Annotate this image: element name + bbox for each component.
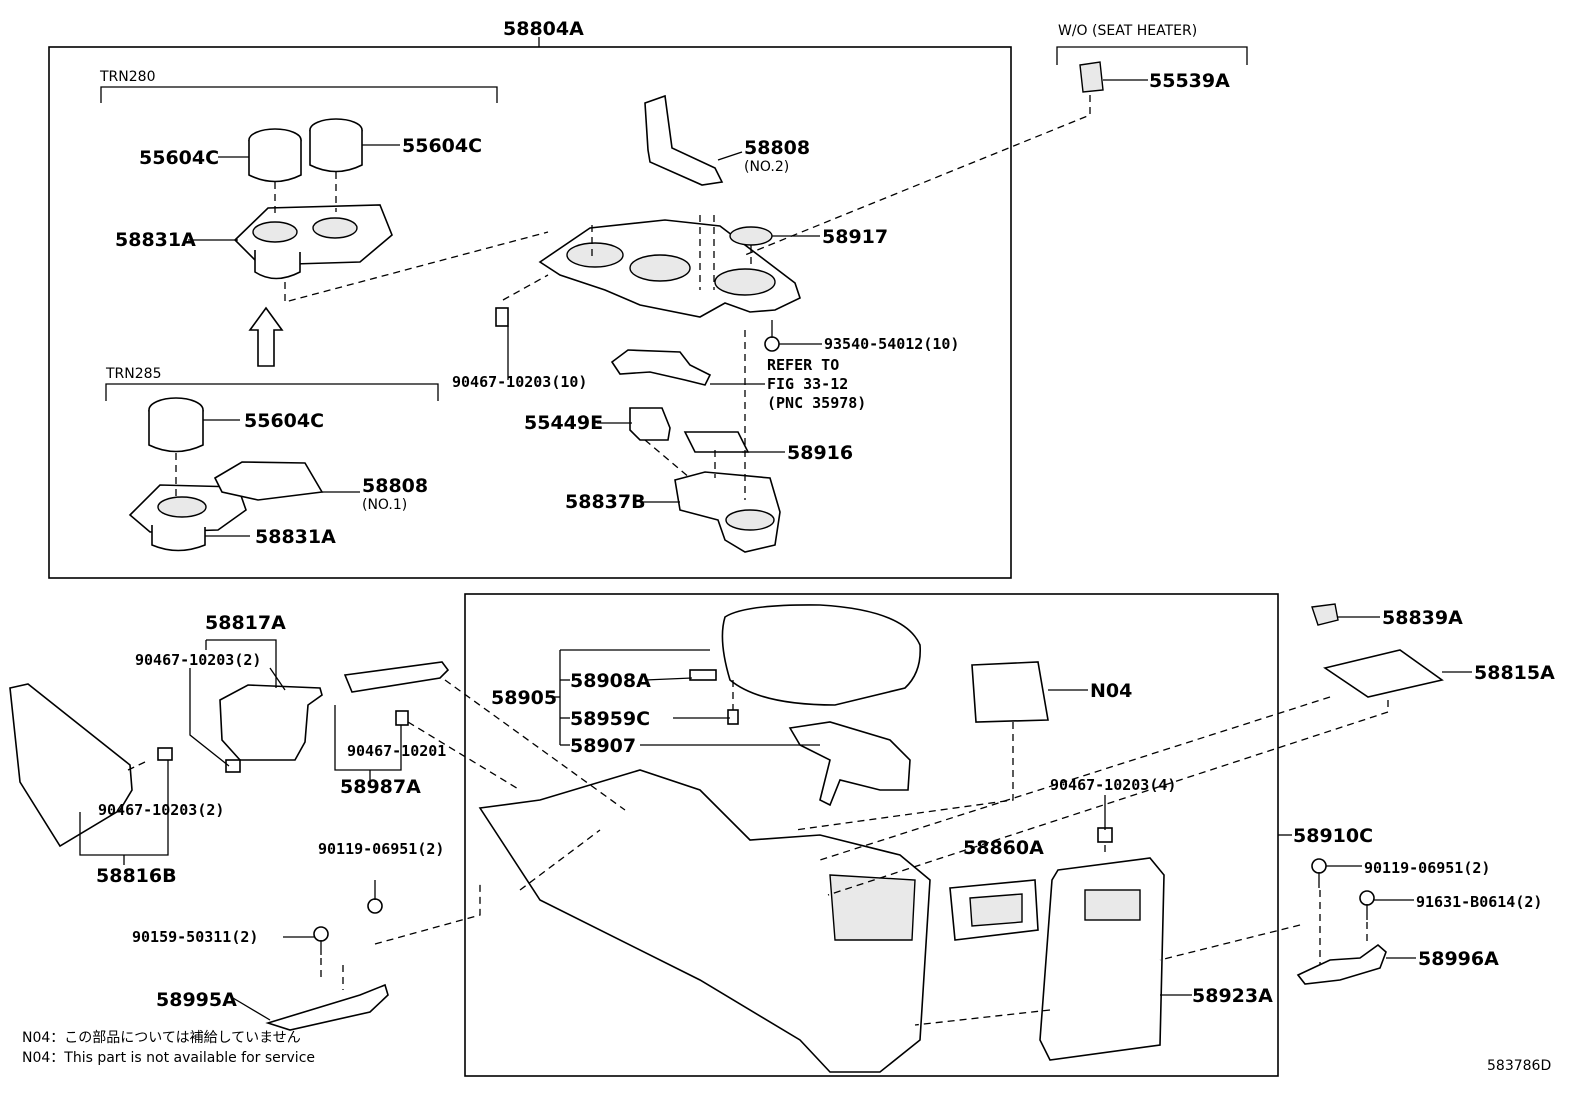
cup-holder-insert-part: [248, 118, 363, 183]
console-upper-panel-part: [538, 219, 801, 318]
screw-part: [1311, 858, 1327, 888]
label-58816B: 58816B: [96, 865, 177, 887]
label-58808: 58808: [362, 475, 428, 497]
clip-part: [495, 307, 509, 327]
screw-part: [1359, 890, 1375, 920]
switch-part: [1079, 61, 1104, 93]
note-english: N04：This part is not available for servi…: [22, 1050, 316, 1066]
clip-part: [395, 710, 409, 726]
label-55539A: 55539A: [1149, 70, 1230, 92]
clip-part: [157, 747, 173, 761]
bracket-part: [343, 661, 450, 693]
socket-part: [629, 407, 671, 441]
label-trn280: TRN280: [99, 69, 155, 85]
bracket-part: [265, 983, 389, 1031]
label-58837B: 58837B: [565, 491, 646, 513]
label-58923A: 58923A: [1192, 985, 1273, 1007]
label-58917: 58917: [822, 226, 888, 248]
label-58808-sub: (NO.1): [362, 497, 407, 513]
label-N04: N04: [1090, 680, 1132, 702]
label-90467-10: 90467-10203(10): [452, 373, 587, 391]
label-58996A: 58996A: [1418, 948, 1499, 970]
sheet-part: [1323, 649, 1444, 698]
label-58987A: 58987A: [340, 776, 421, 798]
label-90119: 90119-06951(2): [1364, 859, 1490, 877]
label-pnc: (PNC 35978): [767, 394, 866, 412]
label-58804A: 58804A: [503, 18, 584, 40]
label-90159: 90159-50311(2): [132, 928, 258, 946]
label-58815A: 58815A: [1474, 662, 1555, 684]
label-58910C: 58910C: [1293, 825, 1373, 847]
label-55604C: 55604C: [139, 147, 219, 169]
label-90467-2: 90467-10203(2): [98, 801, 224, 819]
label-refer-to: REFER TO: [767, 356, 839, 374]
diagram-code: 583786D: [1487, 1058, 1551, 1074]
cup-holder-tray-part: [128, 484, 247, 552]
clip-part: [225, 759, 241, 773]
label-90467-2: 90467-10203(2): [135, 651, 261, 669]
pad-part: [971, 661, 1049, 723]
label-90467-4: 90467-10203(4): [1050, 776, 1176, 794]
panel-part: [219, 684, 323, 761]
label-93540: 93540-54012(10): [824, 335, 959, 353]
hinge-part: [788, 721, 911, 807]
label-wo-seat-heater: W/O (SEAT HEATER): [1058, 23, 1197, 39]
box-part: [674, 471, 781, 553]
trn285-bracket: [105, 383, 439, 401]
clip-part: [1097, 827, 1113, 843]
label-58860A: 58860A: [963, 837, 1044, 859]
console-box-part: [478, 604, 1165, 1073]
label-58817A: 58817A: [205, 612, 286, 634]
label-58959C: 58959C: [570, 708, 650, 730]
label-58839A: 58839A: [1382, 607, 1463, 629]
trn280-bracket: [100, 86, 498, 103]
screw-part: [367, 880, 383, 914]
mat-part: [683, 431, 750, 453]
clip-part: [727, 709, 739, 725]
cup-holder-tray-part: [233, 204, 393, 280]
label-58808-sub: (NO.2): [744, 159, 789, 175]
cup-holder-insert-part: [148, 397, 204, 453]
main-assembly-frame: [48, 46, 1012, 579]
label-91631: 91631-B0614(2): [1416, 893, 1542, 911]
label-58831A: 58831A: [255, 526, 336, 548]
cap-part: [1311, 603, 1339, 626]
service-notes: N04：この部品については補給していません N04：This part is n…: [22, 1028, 315, 1068]
label-fig: FIG 33-12: [767, 375, 848, 393]
clip-part: [689, 669, 717, 681]
screw-part: [313, 926, 329, 955]
label-58995A: 58995A: [156, 989, 237, 1011]
shift-boot-part: [644, 94, 724, 186]
label-58916: 58916: [787, 442, 853, 464]
screw-part: [764, 320, 780, 352]
bracket-part: [610, 349, 712, 386]
label-58905: 58905: [491, 687, 557, 709]
shift-boot-part: [213, 461, 324, 501]
label-90467-10201: 90467-10201: [347, 742, 446, 760]
label-90119: 90119-06951(2): [318, 840, 444, 858]
label-58907: 58907: [570, 735, 636, 757]
arrow-up-icon: [248, 306, 284, 367]
side-panel-part: [9, 683, 133, 848]
label-58831A: 58831A: [115, 229, 196, 251]
seat-heater-bracket: [1056, 46, 1248, 65]
label-55449E: 55449E: [524, 412, 603, 434]
label-55604C: 55604C: [244, 410, 324, 432]
leader-lines: [79, 79, 1472, 1021]
label-55604C: 55604C: [402, 135, 482, 157]
label-trn285: TRN285: [105, 366, 161, 382]
assembly-lines: [127, 95, 1389, 1026]
note-japanese: N04：この部品については補給していません: [22, 1030, 301, 1046]
label-58808: 58808: [744, 137, 810, 159]
label-58908A: 58908A: [570, 670, 651, 692]
bracket-part: [1296, 943, 1387, 985]
mat-part: [729, 226, 773, 246]
